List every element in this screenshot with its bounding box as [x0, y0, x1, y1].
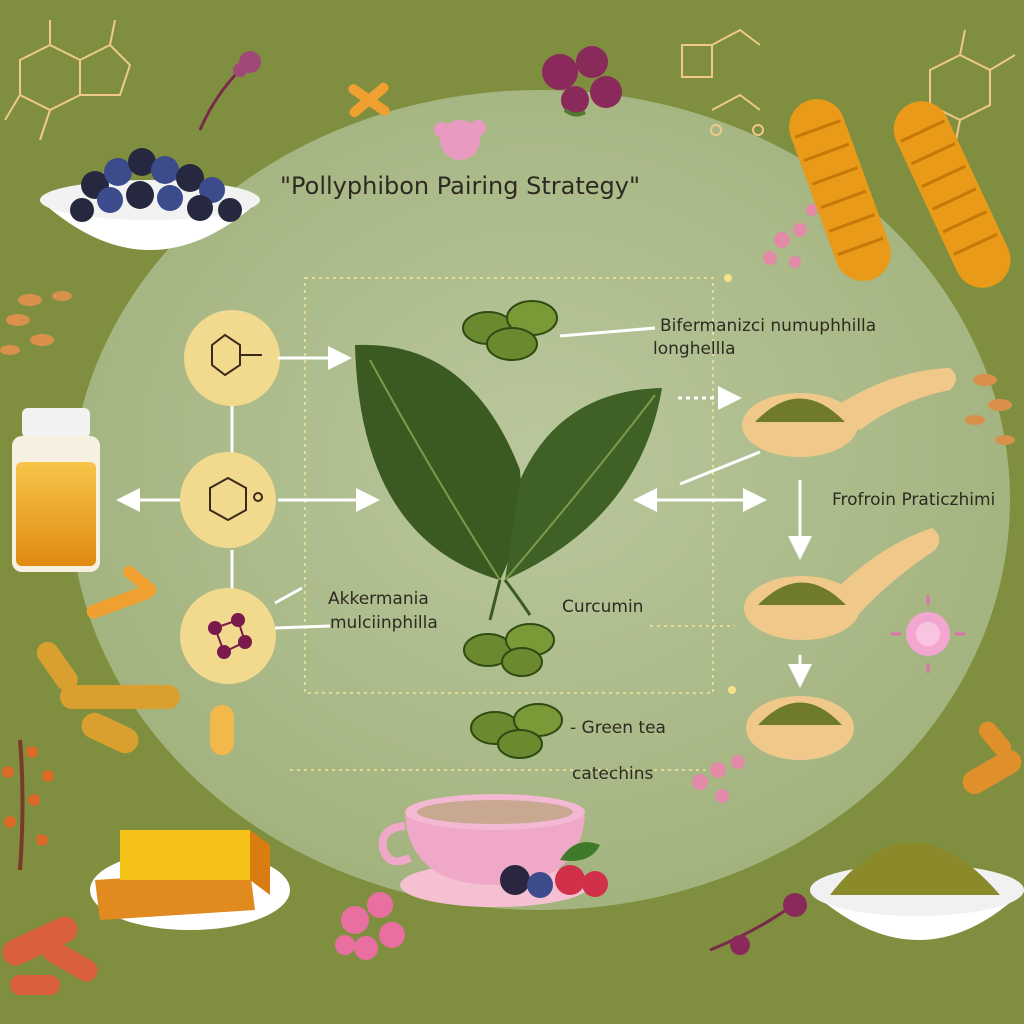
spoon-middle-icon — [744, 528, 940, 640]
label-curcumin: Curcumin — [562, 597, 644, 617]
top-purple-sprig-icon — [198, 51, 261, 131]
right-sprig-icon — [965, 374, 1015, 445]
pink-flower-right-icon — [891, 595, 965, 673]
label-green-tea-line2: catechins — [572, 764, 654, 784]
pink-sprig-lower-icon — [692, 755, 745, 803]
orange-cross-icon — [348, 82, 390, 118]
label-fructo: Frofroin Praticzhimi — [832, 490, 996, 510]
pink-blob-top-icon — [434, 120, 486, 160]
bean-cluster-middle-icon — [463, 623, 555, 677]
left-turmeric-root-icon — [36, 566, 234, 755]
spoon-bottom-icon — [746, 696, 854, 760]
leaf-icon — [355, 344, 662, 621]
right-orange-root-icon — [962, 721, 1022, 794]
bottom-right-sprig-icon — [709, 893, 807, 955]
label-bifidobacterium-line1: Bifermanizci numuphhilla — [660, 316, 877, 336]
teacup-icon — [378, 794, 608, 907]
molecule-node-2-icon — [180, 452, 276, 548]
cheese-plate-icon — [90, 830, 290, 930]
pink-sprig-right-icon — [763, 204, 818, 268]
molecule-column — [180, 310, 280, 684]
left-sprig-top-icon — [0, 291, 72, 355]
berry-bowl-icon — [40, 148, 260, 250]
top-left-molecule-icon — [4, 19, 132, 141]
purple-flower-cluster-icon — [542, 46, 622, 117]
spoon-top-icon — [742, 368, 956, 457]
label-green-tea-line1: - Green tea — [570, 718, 666, 738]
molecule-node-1-icon — [184, 310, 280, 406]
left-berry-branch-icon — [2, 739, 54, 871]
yellow-dots — [650, 274, 736, 694]
arrows — [116, 326, 812, 688]
label-akkermansia-line2: mulciinphilla — [330, 613, 438, 633]
bean-cluster-top-icon — [462, 300, 558, 361]
page-title: "Pollyphibon Pairing Strategy" — [280, 172, 640, 200]
top-center-molecule-icon — [681, 28, 764, 136]
label-bifidobacterium-line2: longhellla — [653, 339, 736, 359]
label-akkermansia-line1: Akkermania — [328, 589, 429, 609]
powder-bowl-icon — [810, 842, 1024, 940]
dashed-frame — [304, 277, 714, 694]
bottom-left-root-icon — [2, 916, 98, 995]
turmeric-roots-icon — [789, 99, 1011, 288]
bean-cluster-bottom-icon — [470, 703, 563, 759]
honey-jar-icon — [12, 408, 100, 572]
pink-flower-bottom-icon — [335, 892, 405, 960]
molecule-node-3-icon — [180, 588, 276, 684]
